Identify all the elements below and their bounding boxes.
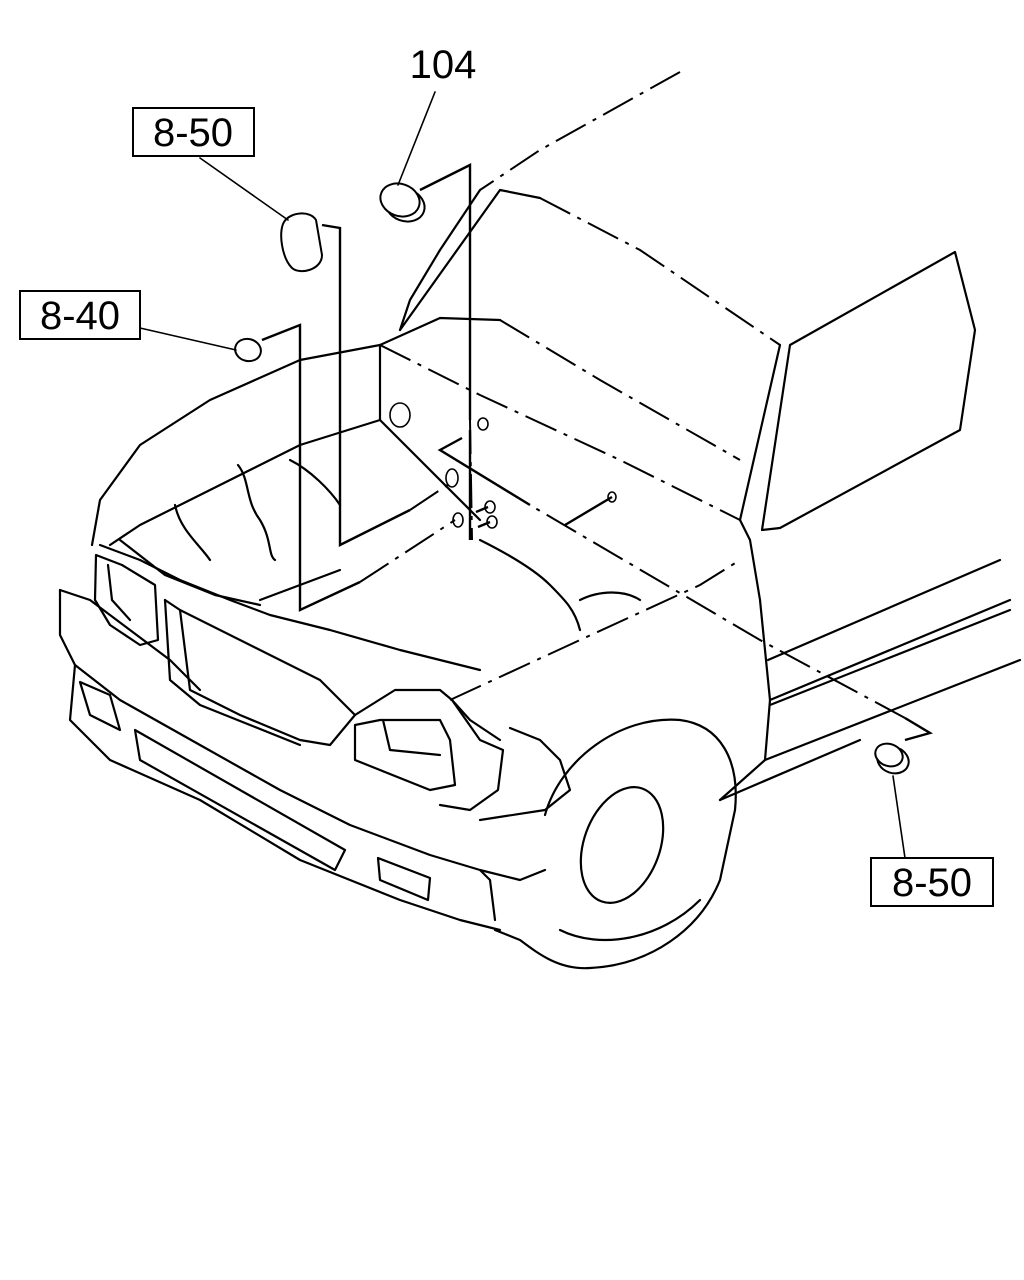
plug-8-50-top — [280, 212, 324, 273]
plug-104 — [379, 182, 426, 223]
callout-8-50-right: 8-50 — [870, 857, 994, 907]
leader-lines — [139, 91, 906, 859]
callout-label: 8-50 — [892, 861, 972, 905]
callout-label: 8-50 — [153, 111, 233, 155]
callout-label: 104 — [410, 43, 477, 87]
callout-104: 104 — [410, 43, 477, 87]
vehicle-body — [58, 71, 1022, 970]
assembly-lines — [261, 163, 934, 742]
plug-8-50-right — [874, 742, 910, 775]
callout-8-50-top: 8-50 — [132, 107, 255, 157]
callout-label: 8-40 — [40, 294, 120, 338]
plug-8-40 — [234, 337, 262, 363]
callout-8-40: 8-40 — [19, 290, 141, 340]
